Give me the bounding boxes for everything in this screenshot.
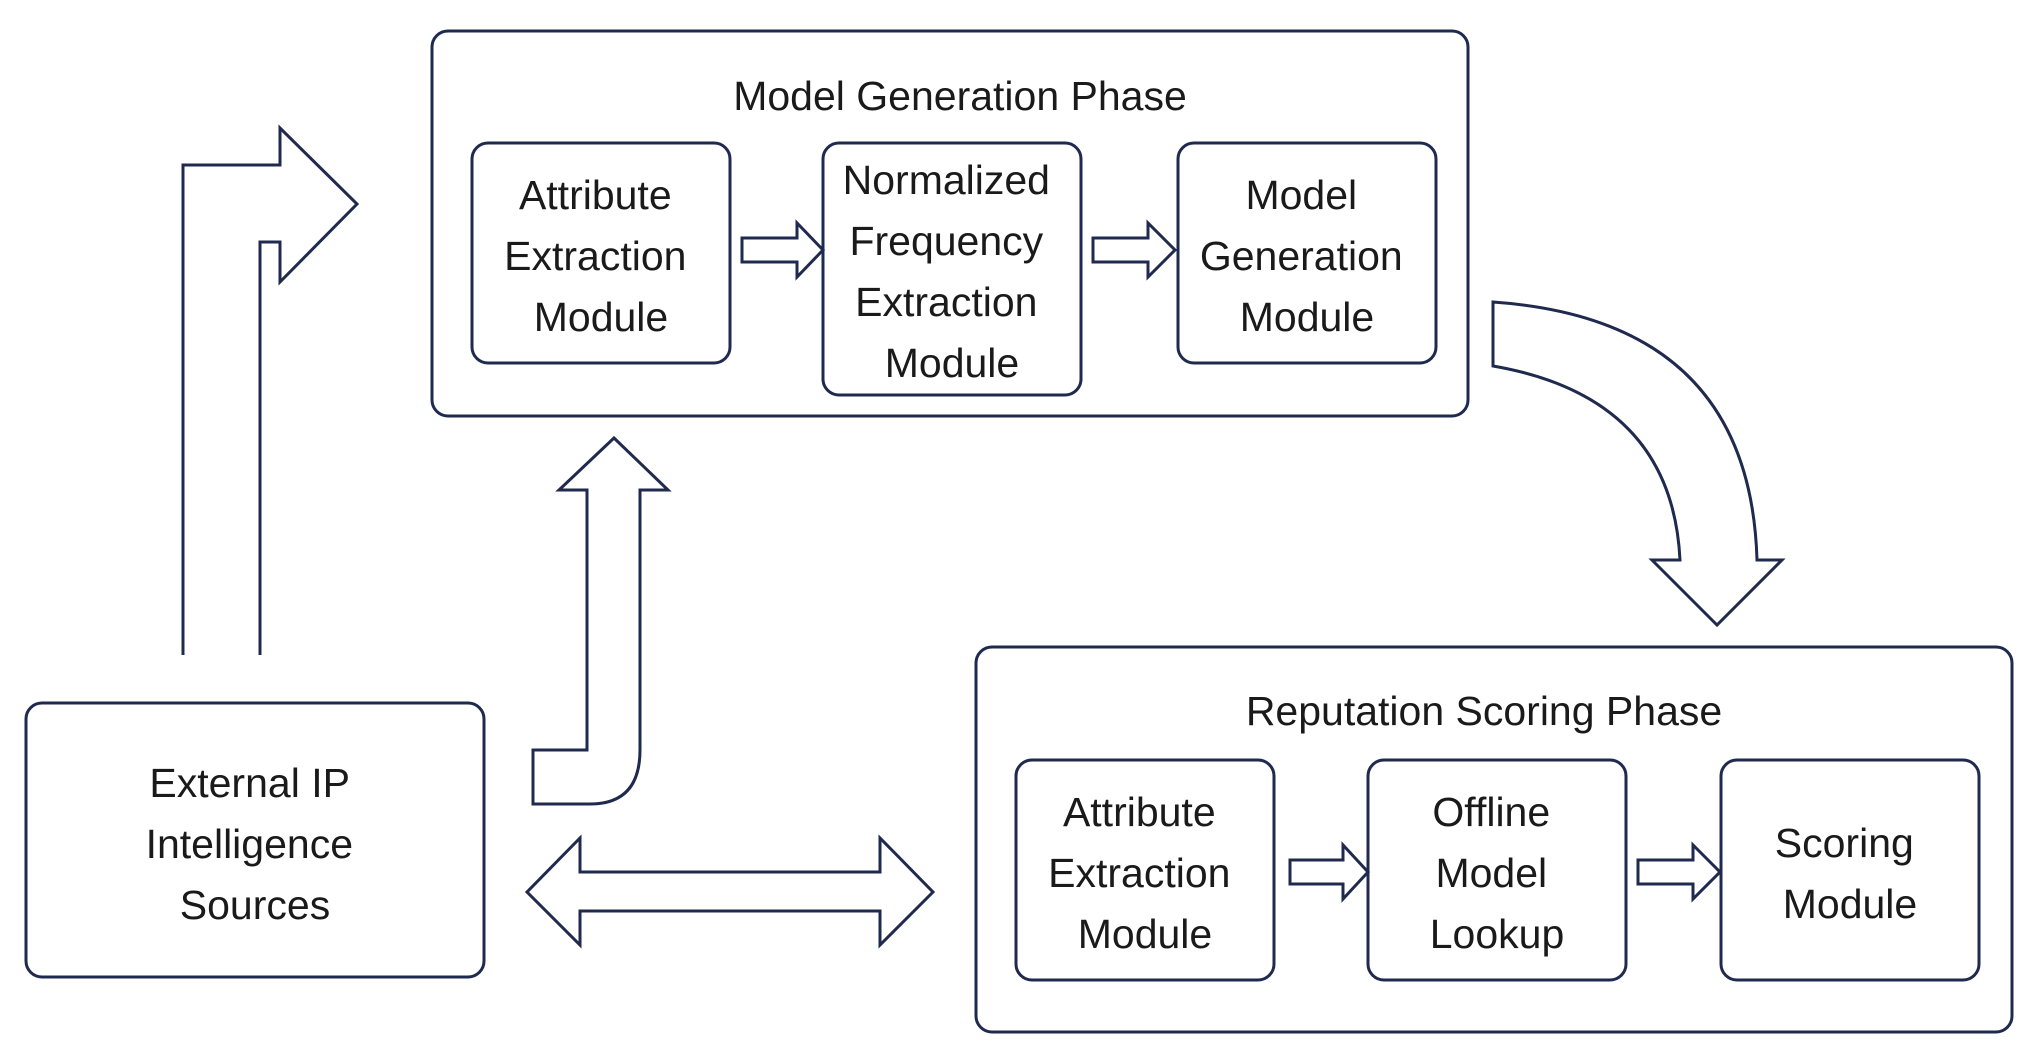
svg-text:Scoring Module: Scoring Module	[1775, 820, 1925, 927]
mg-model-generation-module	[1176, 141, 1438, 365]
rs-arrow-1-to-2	[1288, 841, 1371, 903]
external-sources-line-1: External IP	[149, 760, 349, 806]
svg-text:Model Generation Modul: Model Generation Module	[1200, 172, 1414, 340]
mg-arrow-2-to-3	[1091, 219, 1178, 281]
rs-offline-model-lookup-line-2: Model	[1435, 850, 1547, 896]
rs-attribute-extraction-module	[1014, 758, 1276, 982]
svg-text:Offline Model Lookup: Offline Model Lookup	[1430, 789, 1565, 957]
mg-model-generation-line-3: Module	[1240, 294, 1374, 340]
rs-scoring-module	[1719, 758, 1981, 982]
svg-text:Attribute Extraction M: Attribute Extraction Module	[1048, 789, 1242, 957]
svg-text:Normalized Frequency E: Normalized Frequency Extraction Module	[843, 157, 1062, 386]
model-to-reputation-curved-arrow	[1491, 300, 1786, 628]
rs-offline-model-lookup-line-3: Lookup	[1430, 911, 1565, 957]
mg-normalized-frequency-line-3: Extraction	[855, 279, 1037, 325]
mg-normalized-frequency-line-1: Normalized	[843, 157, 1050, 203]
mg-model-generation-line-2: Generation	[1200, 233, 1403, 279]
mg-attribute-extraction-line-2: Extraction	[504, 233, 686, 279]
external-reputation-double-arrow	[524, 834, 936, 949]
mg-attribute-extraction-line-3: Module	[534, 294, 668, 340]
model-generation-phase-title: Model Generation Phase	[733, 73, 1187, 119]
svg-text:Attribute Extraction M: Attribute Extraction Module	[504, 172, 698, 340]
rs-scoring-module-line-2: Module	[1783, 881, 1917, 927]
rs-scoring-module-line-1: Scoring	[1775, 820, 1914, 866]
external-sources-line-2: Intelligence	[146, 821, 353, 867]
mg-attribute-extraction-line-1: Attribute	[519, 172, 672, 218]
rs-attribute-extraction-line-3: Module	[1078, 911, 1212, 957]
mg-model-generation-line-1: Model	[1245, 172, 1357, 218]
rs-attribute-extraction-line-2: Extraction	[1048, 850, 1230, 896]
reputation-scoring-phase-title: Reputation Scoring Phase	[1246, 688, 1722, 734]
svg-text:External IP Intelligence: External IP Intelligence Sources	[146, 760, 365, 928]
mg-normalized-frequency-line-2: Frequency	[849, 218, 1043, 264]
external-sources-line-3: Sources	[180, 882, 330, 928]
rs-arrow-2-to-3	[1636, 841, 1723, 903]
mg-normalized-frequency-line-4: Module	[885, 340, 1019, 386]
rs-attribute-extraction-line-1: Attribute	[1063, 789, 1216, 835]
external-ip-intelligence-sources-box	[24, 701, 486, 979]
mg-attribute-extraction-module	[470, 141, 732, 365]
rs-offline-model-lookup-line-1: Offline	[1432, 789, 1550, 835]
mg-arrow-1-to-2	[740, 219, 826, 281]
external-to-model-generation-arrow	[531, 435, 672, 806]
mg-normalized-frequency-extraction-module	[821, 141, 1083, 397]
external-up-right-arrow	[181, 124, 360, 655]
